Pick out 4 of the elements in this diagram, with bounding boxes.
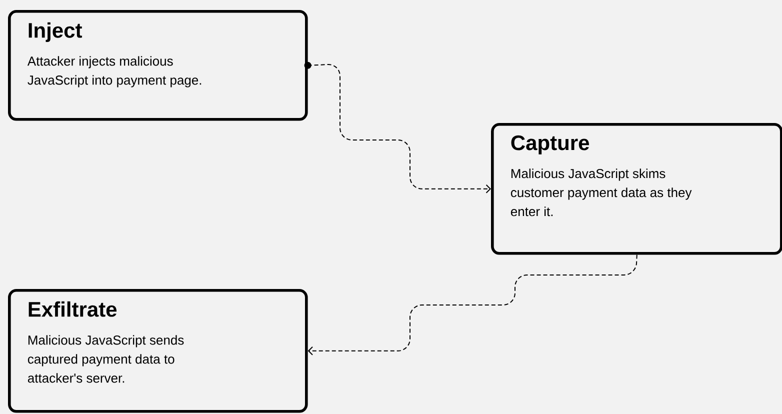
step-box: Inject Attacker injects malicious JavaScript into payment page. <box>8 10 308 121</box>
step-box: Capture Malicious JavaScript skims customer payment data as they enter it. <box>491 123 782 255</box>
step-box: Exfiltrate Malicious JavaScript sends captured payment data to attacker's server. <box>8 289 308 413</box>
arrow <box>308 254 638 356</box>
